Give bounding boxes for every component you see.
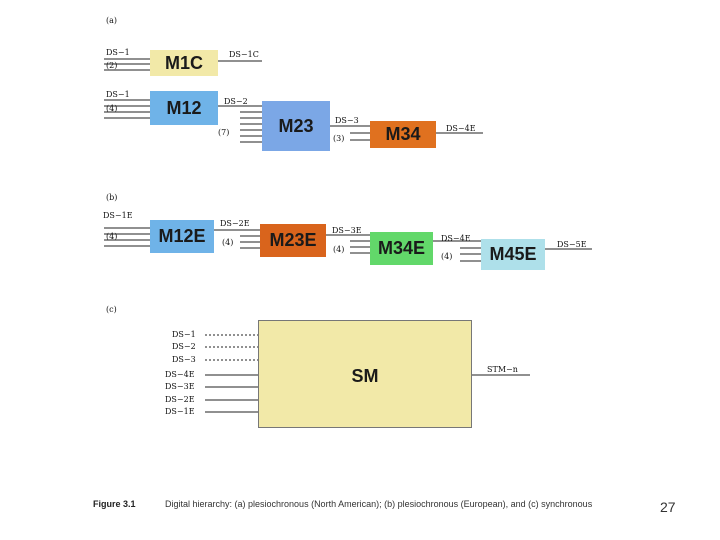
- label-ds1-mid: DS−1: [106, 90, 130, 99]
- input-label-ds1: DS−1: [172, 330, 196, 339]
- block-m12: M12: [150, 91, 218, 125]
- figure-number: Figure 3.1: [93, 499, 136, 509]
- block-m23e: M23E: [260, 224, 326, 257]
- label-count-2: (2): [106, 61, 118, 70]
- input-label-ds2e: DS−2E: [165, 395, 195, 404]
- block-sm: SM: [258, 320, 472, 428]
- block-m23: M23: [262, 101, 330, 151]
- figure-caption: Digital hierarchy: (a) plesiochronous (N…: [165, 499, 593, 509]
- label-ds3: DS−3: [335, 116, 359, 125]
- panel-label-c: (c): [106, 305, 117, 314]
- block-m1c: M1C: [150, 50, 218, 76]
- input-label-ds1e: DS−1E: [165, 407, 195, 416]
- block-m34e: M34E: [370, 232, 433, 265]
- label-count-3: (3): [333, 134, 345, 143]
- input-label-ds4e: DS−4E: [165, 370, 195, 379]
- block-m12e: M12E: [150, 220, 214, 253]
- input-label-ds3e: DS−3E: [165, 382, 195, 391]
- label-count-4-b4: (4): [441, 252, 453, 261]
- label-ds4e-a: DS−4E: [446, 124, 476, 133]
- input-label-ds2: DS−2: [172, 342, 196, 351]
- label-stm-n: STM−n: [487, 365, 518, 374]
- label-count-7: (7): [218, 128, 230, 137]
- label-count-4-b1: (4): [106, 232, 118, 241]
- label-ds3e: DS−3E: [332, 226, 362, 235]
- label-ds4e-b: DS−4E: [441, 234, 471, 243]
- label-ds2: DS−2: [224, 97, 248, 106]
- input-label-ds3: DS−3: [172, 355, 196, 364]
- panel-label-b: (b): [106, 193, 118, 202]
- page-number: 27: [660, 499, 676, 515]
- label-count-4-b3: (4): [333, 245, 345, 254]
- label-ds2e: DS−2E: [220, 219, 250, 228]
- panel-label-a: (a): [106, 16, 118, 25]
- label-count-4: (4): [106, 104, 118, 113]
- block-m45e: M45E: [481, 239, 545, 270]
- label-ds1-top: DS−1: [106, 48, 130, 57]
- label-ds5e: DS−5E: [557, 240, 587, 249]
- label-ds1c: DS−1C: [229, 50, 259, 59]
- label-count-4-b2: (4): [222, 238, 234, 247]
- block-m34: M34: [370, 121, 436, 148]
- label-ds1e: DS−1E: [103, 211, 133, 220]
